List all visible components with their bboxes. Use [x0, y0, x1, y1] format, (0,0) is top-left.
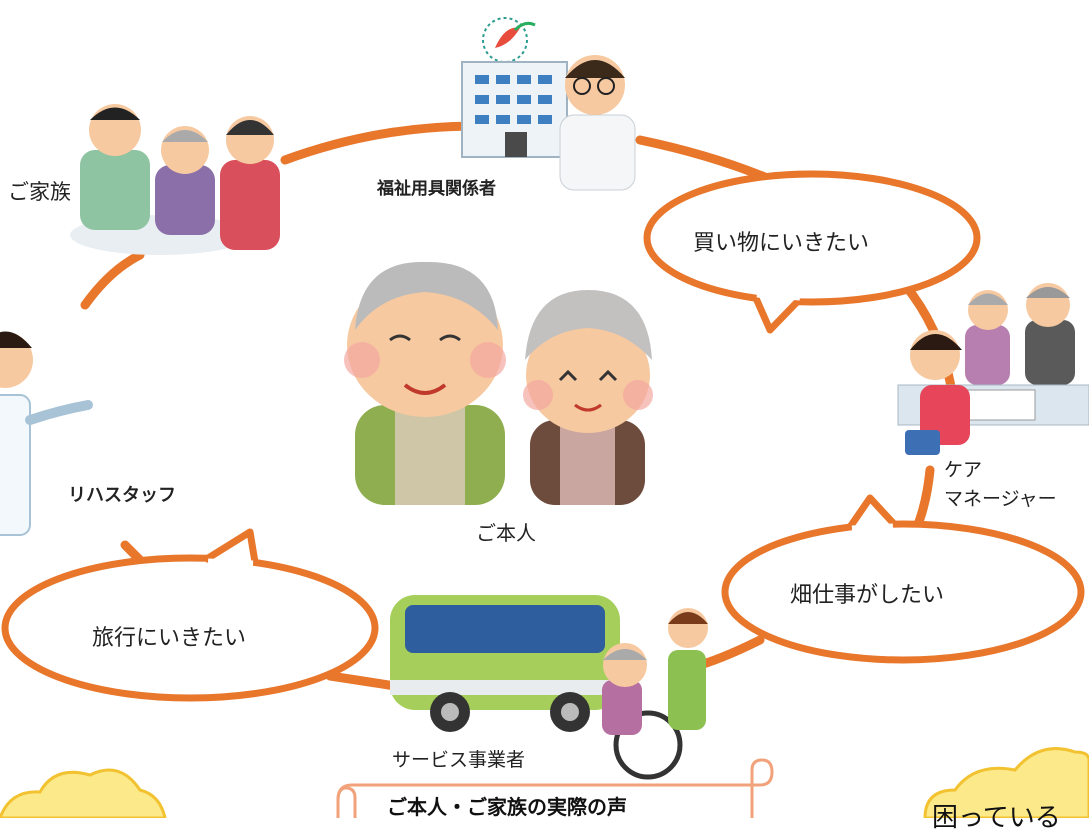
speech-bubble-farming — [721, 494, 1085, 664]
cloud-left — [0, 768, 167, 818]
scroll-banner-title: ご本人・ご家族の実際の声 — [387, 795, 627, 819]
welfare-equipment-illustration — [461, 17, 636, 191]
rehab-staff-illustration — [0, 331, 93, 536]
family-illustration — [70, 104, 280, 255]
welfare-equipment-label: 福祉用具関係者 — [377, 179, 496, 199]
cloud-right — [923, 747, 1089, 818]
center-person-label: ご本人 — [476, 521, 536, 545]
bubble-text-shopping: 買い物にいきたい — [693, 231, 870, 256]
right-cloud-text: 困っている — [932, 803, 1061, 833]
bubble-text-travel: 旅行にいきたい — [92, 626, 247, 651]
bubble-text-farming: 畑仕事がしたい — [790, 583, 945, 608]
service-provider-illustration — [390, 595, 708, 780]
rehab-staff-label: リハスタッフ — [68, 485, 176, 506]
care-manager-label-line2: マネージャー — [944, 488, 1057, 510]
elderly-couple-illustration — [344, 261, 653, 505]
speech-bubble-travel — [1, 528, 379, 702]
scroll-banner — [336, 758, 774, 818]
speech-bubble-shopping — [643, 170, 981, 334]
service-provider-label: サービス事業者 — [392, 749, 526, 771]
family-label: ご家族 — [8, 180, 71, 204]
care-manager-illustration — [897, 283, 1089, 455]
care-manager-label-line1: ケア — [944, 459, 983, 481]
